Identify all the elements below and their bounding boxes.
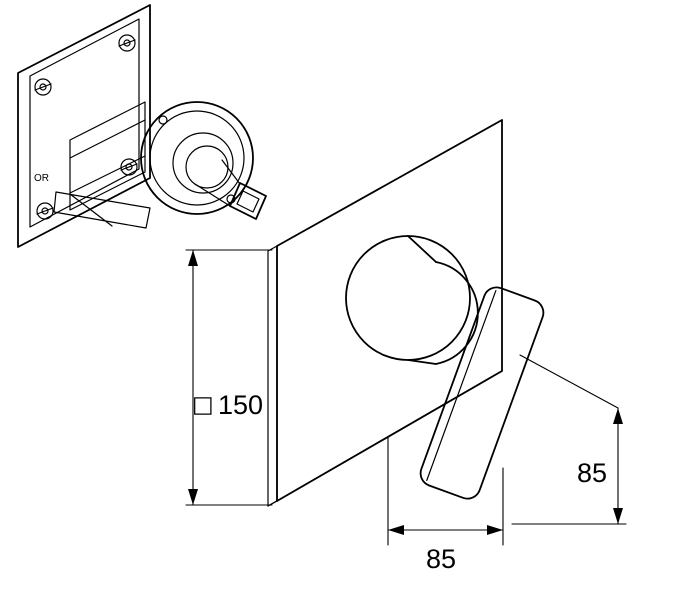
valve-spindle-inner [236, 190, 260, 213]
valve-body-contours [69, 119, 146, 194]
mounting-bracket [53, 191, 151, 229]
mounting-screw [120, 158, 138, 176]
flange-screw [158, 115, 168, 125]
mounting-plate-inner [29, 18, 140, 228]
mounting-screw [118, 34, 136, 52]
projection-dimension-label: 85 [426, 544, 456, 574]
cover-plate [267, 119, 503, 507]
dimension-handle-height: 85 [511, 354, 627, 525]
dimension-plate-size: □ 150 [185, 249, 273, 506]
cartridge-collar [172, 132, 234, 194]
dimension-handle-projection: 85 [387, 436, 504, 574]
cartridge-stem-base [185, 145, 229, 189]
dimension-extension-lines [387, 436, 504, 546]
cover-plate-side [267, 245, 278, 507]
mounting-screw [34, 78, 52, 96]
mounting-screw-center [39, 83, 47, 91]
height-dimension-label: 85 [577, 458, 607, 488]
spindle-shaft [194, 159, 241, 207]
rosette-back [345, 235, 471, 361]
rough-in-valve: OR [17, 4, 267, 248]
plate-dimension-label: 150 [218, 390, 263, 420]
cartridge-flange [140, 101, 254, 215]
rosette-cylinder-edges [407, 235, 437, 365]
lever-blade [419, 286, 545, 500]
valve-spindle [229, 182, 267, 220]
mounting-screw [36, 202, 54, 220]
dimension-extension-lines [511, 354, 627, 525]
cartridge-flange-inner [149, 110, 245, 206]
square-symbol-icon: □ [192, 392, 214, 418]
lever-handle [345, 235, 545, 500]
screw-slots [34, 39, 138, 215]
dimension-extension-lines [185, 249, 273, 506]
valve-body [69, 101, 146, 211]
mounting-screw-center [41, 207, 49, 215]
cover-plate-bottom-edge [267, 370, 503, 507]
lever-blade-edge [426, 289, 497, 481]
mounting-screw-center [123, 39, 131, 47]
lever-blade-group [419, 286, 545, 500]
mounting-plate-outline [17, 4, 151, 248]
body-marking-text: OR [34, 173, 49, 184]
